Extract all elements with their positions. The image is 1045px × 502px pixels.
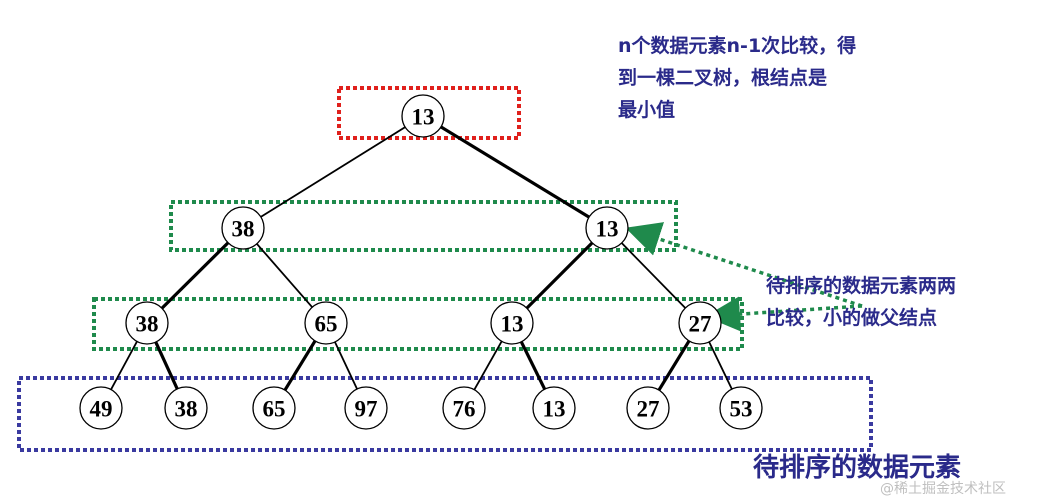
tree-edge [334, 341, 358, 390]
tree-edge [283, 340, 317, 391]
node-value: 38 [232, 217, 255, 242]
tree-edge [621, 242, 686, 309]
tree-edges [110, 125, 733, 391]
node-value: 38 [175, 397, 198, 422]
node-value: 65 [263, 397, 286, 422]
node-circle [532, 386, 576, 430]
tree-node: 65 [252, 386, 296, 430]
third-level-box [92, 297, 744, 351]
node-value: 13 [501, 312, 524, 337]
tree-edge [708, 341, 733, 390]
tree-node: 97 [344, 386, 388, 430]
node-value: 27 [637, 397, 660, 422]
tree-edge [256, 243, 313, 308]
node-circle [490, 301, 534, 345]
tree-node: 65 [304, 301, 348, 345]
tree-node: 27 [626, 386, 670, 430]
note-line: 比较，小的做父结点 [766, 307, 938, 329]
node-circle [344, 386, 388, 430]
note-line: 待排序的数据元素两两 [766, 275, 957, 297]
tree-node: 38 [221, 206, 265, 250]
tree-node: 13 [490, 301, 534, 345]
node-value: 13 [596, 217, 619, 242]
tree-node: 13 [585, 206, 629, 250]
tree-edge [160, 241, 230, 310]
node-circle [585, 206, 629, 250]
node-value: 38 [136, 312, 159, 337]
tree-node: 53 [719, 386, 763, 430]
node-circle [442, 386, 486, 430]
note-line: 待排序的数据元素 [753, 453, 962, 483]
tree-edge [260, 126, 406, 218]
node-value: 13 [543, 397, 566, 422]
pairwise-compare-note: 待排序的数据元素两两 比较，小的做父结点 [766, 270, 956, 334]
tree-node: 76 [442, 386, 486, 430]
tree-node: 38 [125, 301, 169, 345]
node-circle [401, 94, 445, 138]
node-circle [719, 386, 763, 430]
root-level-box [337, 86, 521, 140]
node-circle [252, 386, 296, 430]
node-circle [125, 301, 169, 345]
tree-nodes: 13 38 13 38 65 13 27 49 38 65 97 76 13 27 53 [79, 94, 763, 430]
tree-edge [657, 340, 691, 391]
tree-edge [440, 125, 590, 219]
node-circle [304, 301, 348, 345]
tree-node: 13 [401, 94, 445, 138]
watermark: @稀土掘金技术社区 [880, 481, 1006, 497]
note-line: n个数据元素n-1次比较，得 [618, 35, 857, 57]
node-value: 97 [355, 397, 378, 422]
node-value: 53 [730, 397, 753, 422]
tree-node: 38 [164, 386, 208, 430]
tree-edge [110, 341, 138, 390]
note-line: 最小值 [618, 99, 676, 121]
second-level-box [169, 200, 678, 252]
node-circle [221, 206, 265, 250]
node-value: 49 [90, 397, 113, 422]
node-value: 27 [689, 312, 712, 337]
node-circle [79, 386, 123, 430]
arrow-to-second-level [625, 222, 863, 308]
tree-edge [525, 241, 594, 310]
unsorted-elements-note: 待排序的数据元素 [753, 450, 961, 486]
tree-node: 13 [532, 386, 576, 430]
node-value: 76 [453, 397, 476, 422]
tree-edge [154, 341, 179, 390]
node-circle [164, 386, 208, 430]
node-value: 65 [315, 312, 338, 337]
root-explanation-note: n个数据元素n-1次比较，得 到一棵二叉树，根结点是 最小值 [618, 30, 856, 126]
node-circle [678, 301, 722, 345]
node-circle [626, 386, 670, 430]
note-line: 到一棵二叉树，根结点是 [618, 67, 828, 89]
node-value: 13 [412, 105, 435, 130]
arrow-to-third-level [705, 296, 863, 332]
tree-edge [519, 341, 547, 390]
tree-node: 27 [678, 301, 722, 345]
tree-node: 49 [79, 386, 123, 430]
tree-edge [473, 340, 503, 391]
